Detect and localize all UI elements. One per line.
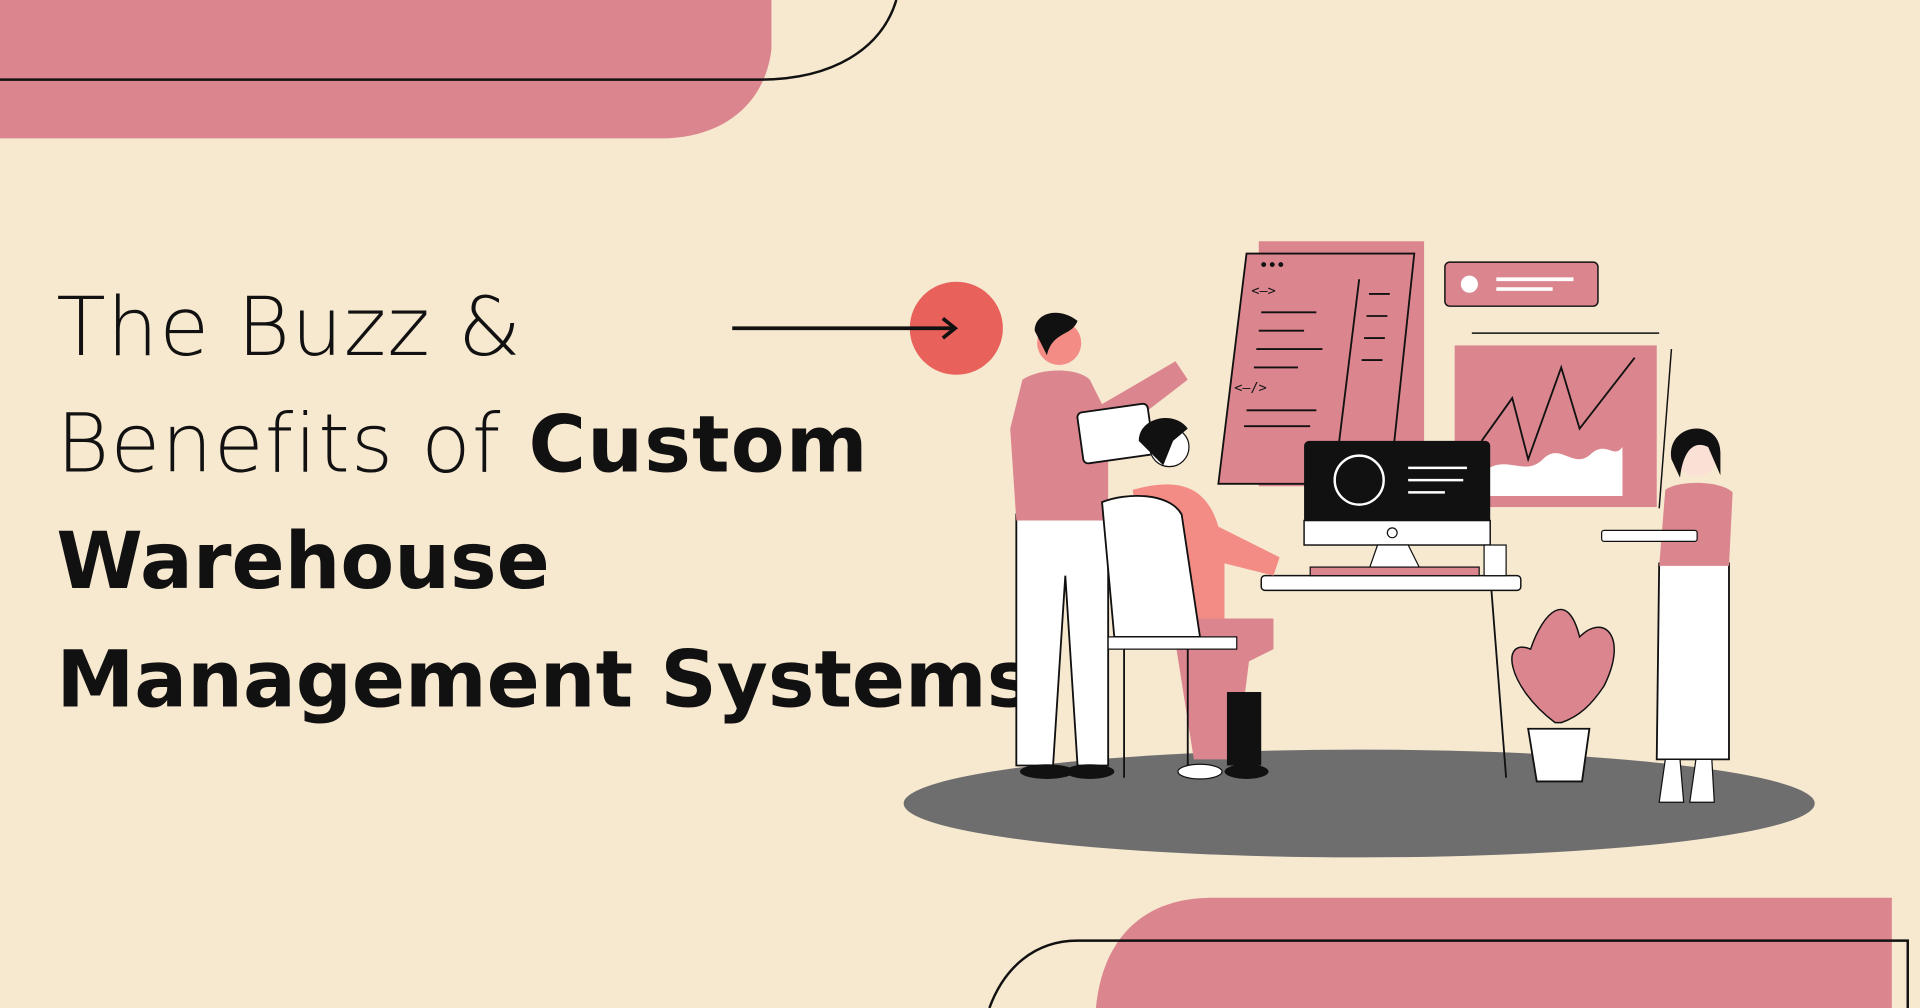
floor-shadow [903,749,1815,858]
check-icon [1460,275,1478,293]
pie-chart-icon [1333,454,1385,506]
bottom-right-blob [1095,897,1892,1008]
check-card-illustration [1444,261,1599,307]
title-line-4: Management Systems [56,635,1033,726]
potted-plant-illustration [1511,608,1615,783]
arrow-right-icon [732,317,959,340]
title-line-1: The Buzz & [56,281,522,375]
title-line-2-bold: Custom [529,400,869,491]
bottom-right-line [988,939,1909,1008]
top-left-line [0,0,898,81]
title-line-3: Warehouse [56,516,549,607]
title-line-2: Benefits of Custom [56,398,868,492]
top-left-blob [0,0,772,139]
title-line-2-light: Benefits of [56,398,528,492]
svg-text:<—/>: <—/> [1234,380,1266,396]
desk-illustration [1260,440,1522,778]
svg-text:<—>: <—> [1251,283,1275,299]
seated-man-illustration [1101,417,1280,780]
standing-woman-illustration [1601,428,1733,803]
standing-man-illustration [1010,312,1188,779]
